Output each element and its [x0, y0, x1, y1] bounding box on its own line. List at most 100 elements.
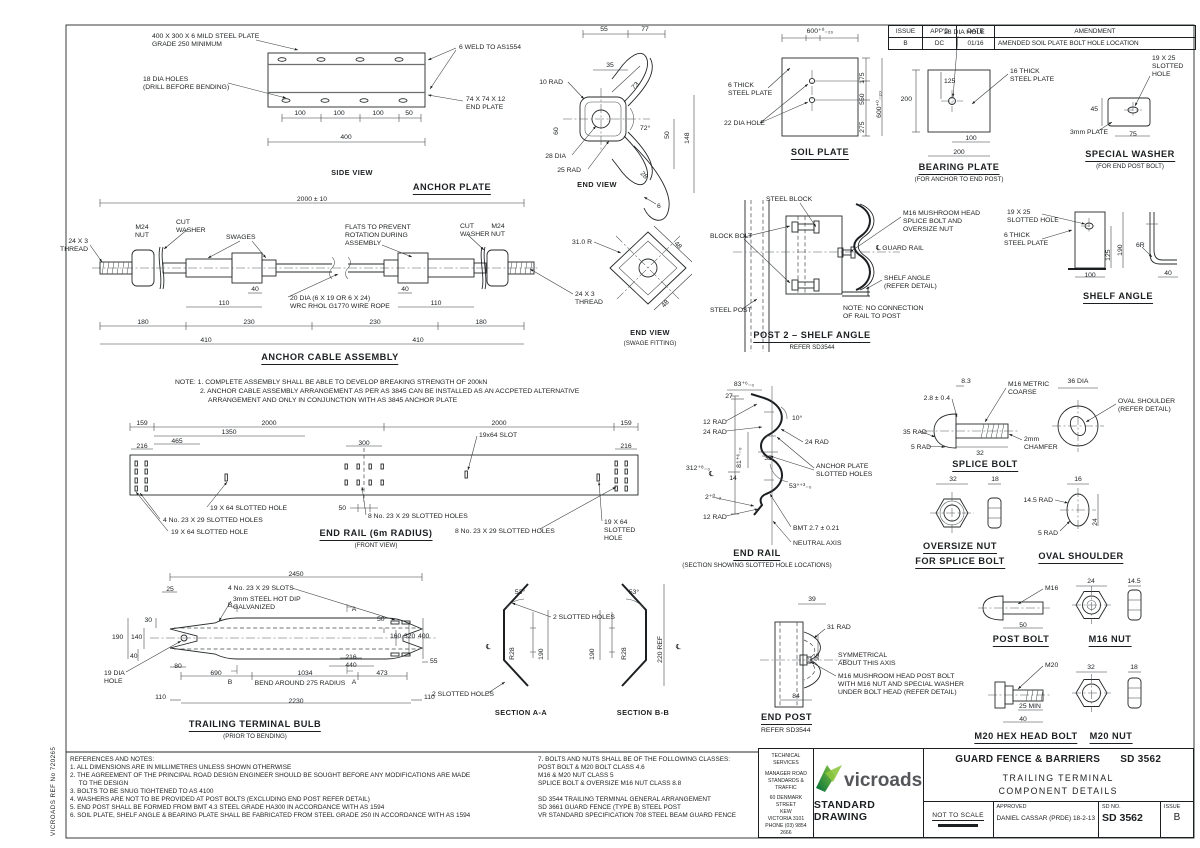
view-label: SECTION A-A [494, 708, 548, 717]
dim-label: 100 [372, 110, 384, 117]
dim-label: FLATS TO PREVENT [345, 224, 411, 231]
dim-label: 55 [600, 26, 608, 33]
dim-label: 14.5 [1127, 578, 1141, 585]
special-washer-drawing [1097, 75, 1151, 137]
dim-label: 35 RAD [903, 429, 927, 436]
dim-label: 2450 [288, 571, 304, 578]
dim-label: 28 DIA HOLE [944, 29, 985, 36]
tech-services-line: PHONE (03) 9854 2666 [765, 822, 807, 836]
trailing-terminal-bulb-drawing [125, 573, 436, 704]
dim-label: ℄ [676, 644, 681, 651]
dim-label: 14 [729, 475, 737, 482]
amend-header: DATE [957, 26, 995, 38]
dim-label: B [227, 679, 233, 686]
not-to-scale-label: NOT TO SCALE [932, 811, 984, 821]
view-title: OVERSIZE NUT [923, 541, 997, 555]
dim-label: 690 [210, 670, 222, 677]
anchor-plate-end-view [563, 30, 695, 221]
dim-label: M24 [135, 224, 149, 231]
dim-label: 53° [514, 589, 526, 596]
note-line: SPLICE BOLT & OVERSIZE M16 NUT CLASS 8.8 [538, 780, 682, 788]
dim-label: 16 [1074, 476, 1082, 483]
oversize-nut-drawing [930, 483, 1099, 534]
dim-label: 300 [358, 440, 370, 447]
dim-label: 25 MIN [1019, 703, 1041, 710]
dim-label: ℄ [486, 644, 491, 651]
dim-label: 410 [412, 337, 424, 344]
dim-label: 230 [243, 319, 255, 326]
dim-label: 216 [620, 443, 632, 450]
dim-label: 30 [144, 617, 152, 624]
dim-label: 110 [218, 300, 230, 307]
title-block-main: GUARD FENCE & BARRIERS SD 3562 TRAILING … [923, 749, 1193, 837]
dim-label: 19 X 64 SLOTTED HOLE [210, 505, 288, 512]
view-title: END RAIL [733, 548, 781, 562]
dim-label: 20 DIA (6 X 19 OR 6 X 24) [290, 295, 371, 302]
section-aa-drawing [487, 583, 552, 694]
view-title: ANCHOR CABLE ASSEMBLY [261, 352, 399, 366]
amend-appd: DC [923, 38, 957, 49]
dim-label: 40 [401, 286, 409, 293]
dim-label: SHELF ANGLE [884, 275, 931, 282]
dim-label: 32 [949, 476, 957, 483]
view-title: POST BOLT [992, 634, 1050, 648]
tech-services-line: VICTORIA 3101 [767, 816, 805, 822]
dim-label: 5 RAD [1037, 530, 1058, 537]
dim-label: 36 DIA [1067, 378, 1089, 385]
dim-label: M16 METRIC [1008, 381, 1050, 388]
dim-label: 8 No. 23 X 29 SLOTTED HOLES [368, 513, 468, 520]
dim-label: 440 [345, 662, 357, 669]
view-title: FOR SPLICE BOLT [915, 556, 1005, 570]
dim-label: THREAD [60, 246, 88, 253]
dim-label: UNDER BOLT HEAD (REFER DETAIL) [838, 689, 957, 696]
view-title: POST 2 – SHELF ANGLE [753, 330, 871, 344]
end-rail-front-view [129, 423, 639, 532]
view-subtitle: (SWAGE FITTING) [623, 340, 677, 347]
dim-label: 32 [976, 450, 984, 457]
dim-label: 83⁺⁶₋₀ [733, 381, 755, 388]
approved-label: APPROVED [996, 804, 1027, 810]
dim-label: R28 [621, 647, 629, 660]
dim-label: 180 [475, 319, 487, 326]
dim-label: HOLE [1152, 71, 1171, 78]
note-line: REFERENCES AND NOTES: [70, 756, 155, 763]
dim-label: 10 RAD [539, 79, 563, 86]
dim-label: 72° [640, 125, 651, 132]
dim-label: HOLE [104, 678, 123, 685]
dim-label: 12 RAD [703, 514, 727, 521]
dim-label: M16 [1045, 585, 1059, 592]
dim-label: 220 REF [657, 635, 665, 663]
dim-label: 110 [424, 694, 435, 701]
dim-label: 19 X 64 SLOTTED HOLE [171, 529, 249, 536]
tech-services-line: KEW [780, 809, 792, 816]
dim-label: 4 No. 23 X 29 SLOTS [228, 585, 294, 592]
dim-label: 6 WELD TO AS1554 [459, 44, 522, 51]
dim-label: 2. ANCHOR CABLE ASSEMBLY ARRANGEMENT AS … [200, 388, 580, 395]
end-rail-section-drawing [711, 386, 815, 545]
view-subtitle: REFER SD3544 [789, 344, 835, 351]
view-title: SPLICE BOLT [952, 459, 1018, 473]
view-title: END POST [761, 712, 812, 726]
dim-label: 10° [792, 415, 803, 422]
dim-label: STEEL PLATE [1010, 76, 1055, 83]
view-title: M16 NUT [1088, 634, 1132, 648]
sd-no-label: SD NO. [1102, 804, 1121, 810]
dim-label: 50 [377, 616, 385, 623]
dim-label: OVERSIZE NUT [903, 226, 954, 233]
dim-label: M16 MUSHROOM HEAD [903, 210, 981, 217]
swage-fitting-end-view [593, 225, 693, 311]
dim-label: CUT [460, 223, 474, 230]
dim-label: 19 X 25 [1152, 55, 1176, 62]
view-label: END VIEW [577, 180, 617, 189]
amend-header: AMENDMENT [995, 26, 1195, 38]
dim-label: 230 [369, 319, 381, 326]
anchor-plate-side-view [227, 39, 464, 146]
dim-label: 110 [155, 694, 166, 701]
dim-label: 400 X 300 X 6 MILD STEEL PLATE [152, 33, 260, 40]
view-title: ANCHOR PLATE [412, 182, 492, 196]
note-line: 1. ALL DIMENSIONS ARE IN MILLIMETRES UNL… [70, 764, 292, 772]
tech-services-line: SERVICES [773, 759, 799, 766]
series-title: GUARD FENCE & BARRIERS [955, 753, 1101, 765]
view-subtitle: (FOR END POST BOLT) [1096, 163, 1164, 170]
